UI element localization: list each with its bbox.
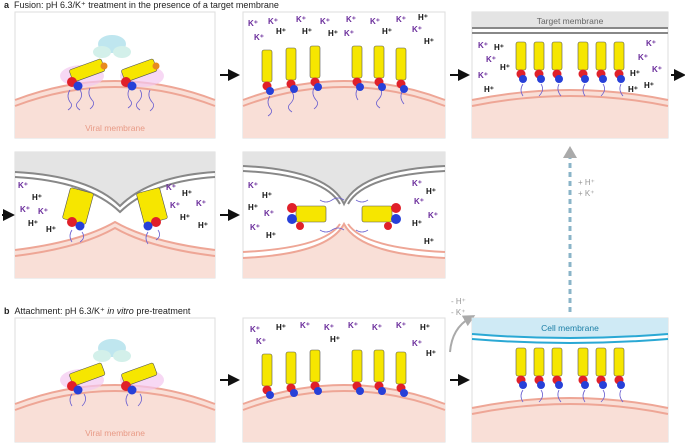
potassium-ion-label: K⁺ — [412, 339, 422, 348]
potassium-ion-label: K⁺ — [20, 205, 30, 214]
proton-ion-label: H⁺ — [420, 323, 430, 332]
viral-membrane-label-2: Viral membrane — [85, 428, 145, 438]
potassium-ion-label: K⁺ — [324, 323, 334, 332]
potassium-ion-label: K⁺ — [486, 55, 496, 64]
viral-membrane-label-1: Viral membrane — [85, 123, 145, 133]
proton-ion-label: H⁺ — [276, 27, 286, 36]
proton-ion-label: H⁺ — [424, 37, 434, 46]
potassium-ion-label: K⁺ — [396, 15, 406, 24]
proton-ion-label: H⁺ — [266, 231, 276, 240]
potassium-ion-label: K⁺ — [170, 201, 180, 210]
potassium-ion-label: K⁺ — [248, 181, 258, 190]
potassium-ion-label: K⁺ — [638, 53, 648, 62]
panel-b1: Viral membrane — [14, 317, 216, 443]
proton-ion-label: H⁺ — [28, 219, 38, 228]
proton-ion-label: H⁺ — [418, 13, 428, 22]
potassium-ion-label: K⁺ — [296, 15, 306, 24]
potassium-ion-label: K⁺ — [300, 321, 310, 330]
proton-ion-label: H⁺ — [262, 191, 272, 200]
potassium-ion-label: K⁺ — [428, 211, 438, 220]
section-a-letter: a — [4, 0, 10, 10]
panel-a4: K⁺H⁺ K⁺K⁺ H⁺H⁺ K⁺H⁺ K⁺K⁺ H⁺H⁺ — [14, 151, 216, 279]
proton-ion-label: H⁺ — [412, 219, 422, 228]
potassium-ion-label: K⁺ — [264, 209, 274, 218]
potassium-ion-label: K⁺ — [38, 207, 48, 216]
panel-a5: K⁺H⁺ H⁺K⁺ K⁺H⁺ K⁺H⁺ K⁺K⁺ H⁺H⁺ — [242, 151, 446, 279]
section-a-text: Fusion: pH 6.3/K⁺ treatment in the prese… — [14, 0, 279, 10]
section-b-letter: b — [4, 306, 10, 316]
proton-ion-label: H⁺ — [182, 189, 192, 198]
potassium-ion-label: K⁺ — [372, 323, 382, 332]
proton-ion-label: H⁺ — [180, 213, 190, 222]
proton-ion-label: H⁺ — [302, 27, 312, 36]
section-b-text-1: Attachment: pH 6.3/K⁺ — [14, 306, 108, 316]
potassium-ion-label: K⁺ — [652, 65, 662, 74]
potassium-ion-label: K⁺ — [396, 321, 406, 330]
dashed-up-arrow — [563, 146, 577, 312]
potassium-ion-label: K⁺ — [412, 179, 422, 188]
potassium-ion-label: K⁺ — [256, 337, 266, 346]
proton-ion-label: H⁺ — [276, 323, 286, 332]
section-b-text-2: pre-treatment — [133, 306, 191, 316]
target-membrane-label-1: Target membrane — [537, 16, 604, 26]
proton-ion-label: H⁺ — [628, 85, 638, 94]
potassium-ion-label: K⁺ — [646, 39, 656, 48]
cell-membrane-label: Cell membrane — [541, 323, 599, 333]
proton-ion-label: H⁺ — [484, 85, 494, 94]
proton-ion-label: H⁺ — [424, 237, 434, 246]
potassium-ion-label: K⁺ — [196, 199, 206, 208]
curved-grey-arrow — [449, 315, 476, 353]
potassium-ion-label: K⁺ — [478, 41, 488, 50]
potassium-ion-label: K⁺ — [348, 321, 358, 330]
proton-ion-label: H⁺ — [426, 187, 436, 196]
plus-h-label: + H⁺ — [578, 178, 595, 187]
section-b-text-italic: in vitro — [107, 306, 134, 316]
proton-ion-label: H⁺ — [248, 203, 258, 212]
potassium-ion-label: K⁺ — [320, 17, 330, 26]
potassium-ion-label: K⁺ — [248, 19, 258, 28]
potassium-ion-label: K⁺ — [18, 181, 28, 190]
potassium-ion-label: K⁺ — [250, 325, 260, 334]
proton-ion-label: H⁺ — [46, 225, 56, 234]
potassium-ion-label: K⁺ — [166, 183, 176, 192]
proton-ion-label: H⁺ — [500, 63, 510, 72]
proton-ion-label: H⁺ — [382, 27, 392, 36]
plus-k-label: + K⁺ — [578, 189, 594, 198]
potassium-ion-label: K⁺ — [478, 71, 488, 80]
section-b-caption: b Attachment: pH 6.3/K⁺ in vitro pre-trea… — [4, 306, 190, 317]
panel-b3: Cell membrane — [471, 317, 669, 443]
potassium-ion-label: K⁺ — [344, 29, 354, 38]
potassium-ion-label: K⁺ — [412, 25, 422, 34]
potassium-ion-label: K⁺ — [346, 15, 356, 24]
proton-ion-label: H⁺ — [426, 349, 436, 358]
panel-a2: K⁺ K⁺ K⁺ K⁺ K⁺ K⁺ K⁺ K⁺ K⁺ K⁺ H⁺ H⁺ H⁺ H⁺ H⁺ H⁺ — [242, 11, 446, 139]
potassium-ion-label: K⁺ — [268, 17, 278, 26]
proton-ion-label: H⁺ — [494, 43, 504, 52]
panel-a3: Target membrane K⁺ K⁺ K⁺ H⁺ H⁺ H⁺ K⁺ K⁺ K⁺ H⁺… — [471, 11, 669, 139]
potassium-ion-label: K⁺ — [370, 17, 380, 26]
panel-a1: Viral membrane — [14, 11, 216, 139]
potassium-ion-label: K⁺ — [254, 33, 264, 42]
proton-ion-label: H⁺ — [630, 69, 640, 78]
proton-ion-label: H⁺ — [328, 29, 338, 38]
proton-ion-label: H⁺ — [644, 81, 654, 90]
section-a-caption: a Fusion: pH 6.3/K⁺ treatment in the pres… — [4, 0, 279, 11]
proton-ion-label: H⁺ — [198, 221, 208, 230]
proton-ion-label: H⁺ — [32, 193, 42, 202]
minus-h-label: - H⁺ — [451, 297, 466, 306]
potassium-ion-label: K⁺ — [250, 223, 260, 232]
panel-b2: K⁺ H⁺ K⁺ K⁺ K⁺ K⁺ K⁺ H⁺ K⁺ H⁺ K⁺ H⁺ — [242, 317, 446, 443]
proton-ion-label: H⁺ — [330, 335, 340, 344]
minus-k-label: - K⁺ — [451, 308, 465, 317]
potassium-ion-label: K⁺ — [414, 197, 424, 206]
